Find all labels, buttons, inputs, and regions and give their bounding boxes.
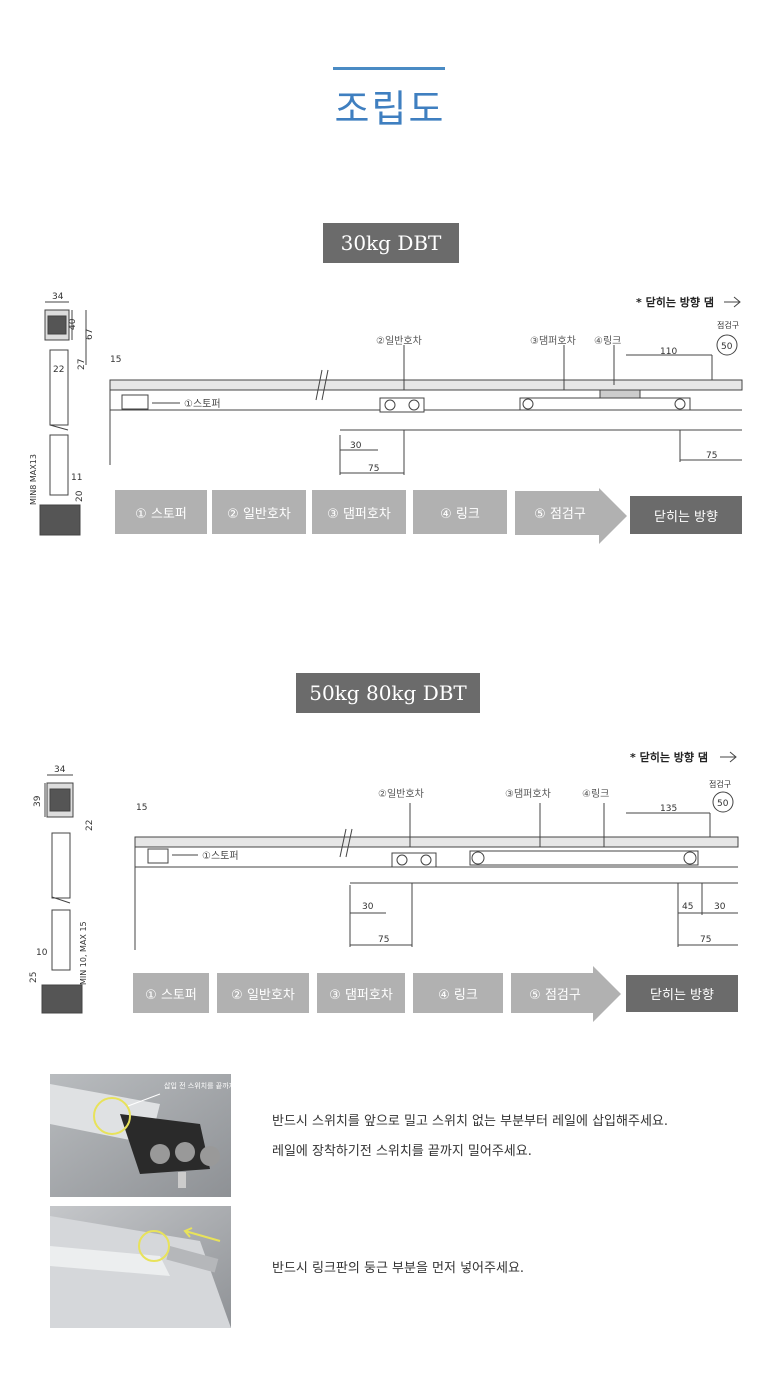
dim-30: 30 [362,902,374,912]
dim-34: 34 [54,765,66,775]
dim-min-max: MIN8 MAX13 [29,454,38,505]
dim-30: 30 [350,441,362,451]
section1-diagram: 34 40 67 22 27 11 20 MIN8 MAX13 [29,292,743,536]
dim-27: 27 [77,359,87,370]
dim-min-max: MIN 10, MAX 15 [79,921,88,985]
dim-110: 110 [660,347,677,357]
dim-75b: 75 [700,935,711,945]
title-underline [333,67,445,70]
dim-15: 15 [110,355,121,365]
check-label: 점검구 [709,779,731,789]
dim-39: 39 [33,795,43,807]
photo-link-plate [50,1206,231,1328]
callout-link: ④링크 [582,788,609,800]
step-stopper: ① 스토퍼 [133,973,209,1013]
step-stopper: ① 스토퍼 [115,490,207,534]
step-direction: 닫히는 방향 [626,975,738,1012]
dim-22: 22 [85,820,95,831]
callout-stopper: ①스토퍼 [202,850,239,862]
instruction-1: 반드시 스위치를 앞으로 밀고 스위치 없는 부분부터 레일에 삽입해주세요. … [272,1107,668,1167]
step-direction: 닫히는 방향 [630,496,742,534]
dim-10: 10 [36,948,48,958]
callout-damper: ③댐퍼호차 [505,788,551,800]
step-check-arrow [511,966,621,1022]
callout-normal: ②일반호차 [376,335,422,347]
step-damper: ③ 댐퍼호차 [312,490,406,534]
callout-normal: ②일반호차 [378,788,424,800]
step-check: ⑤ 점검구 [534,506,586,522]
step-damper: ③ 댐퍼호차 [317,973,405,1013]
callout-stopper: ①스토퍼 [184,398,221,410]
step-link: ④ 링크 [413,490,507,534]
dim-25: 25 [29,972,39,983]
dim-20: 20 [75,490,85,502]
check-label: 점검구 [717,320,739,330]
dim-75a: 75 [378,935,389,945]
step-check: ⑤ 점검구 [529,987,581,1003]
dim-45: 45 [682,902,693,912]
callout-damper: ③댐퍼호차 [530,335,576,347]
instruction-1-line2: 레일에 장착하기전 스위치를 끝까지 밀어주세요. [272,1144,532,1159]
note-close: * 닫히는 방향 댐 [630,750,708,764]
step-normal: ② 일반호차 [217,973,309,1013]
page-title: 조립도 [334,87,446,131]
dim-75b: 75 [706,451,717,461]
step-link: ④ 링크 [413,973,503,1013]
dim-135: 135 [660,804,677,814]
dim-30b: 30 [714,902,726,912]
dim-75a: 75 [368,464,379,474]
instruction-2: 반드시 링크판의 둥근 부분을 먼저 넣어주세요. [272,1261,525,1276]
photo-switch-insert: 삽입 전 스위치를 끝까지 밀기 [50,1074,231,1197]
section1-badge: 30kg DBT [323,223,459,263]
section1-steps: ① 스토퍼 ② 일반호차 ③ 댐퍼호차 ④ 링크 [115,490,514,534]
dim-67: 67 [85,329,95,340]
photo-label: 삽입 전 스위치를 끝까지 밀기 [164,1081,231,1090]
check-value: 50 [717,799,729,809]
dim-15: 15 [136,803,147,813]
note-close: * 닫히는 방향 댐 [636,295,714,309]
dim-40: 40 [68,318,78,330]
dim-22: 22 [53,365,64,375]
check-value: 50 [721,342,733,352]
dim-11: 11 [71,473,82,483]
section2-badge: 50kg 80kg DBT [296,673,480,713]
section2-steps: ① 스토퍼 ② 일반호차 ③ 댐퍼호차 ④ 링크 [133,973,511,1013]
instruction-1-line1: 반드시 스위치를 앞으로 밀고 스위치 없는 부분부터 레일에 삽입해주세요. [272,1114,668,1129]
step-check-arrow [515,488,627,544]
callout-link: ④링크 [594,335,621,347]
step-normal: ② 일반호차 [212,490,306,534]
section2-diagram: 34 39 22 10 25 MIN 10, MAX 15 1 [29,750,739,1014]
dim-34: 34 [52,292,64,302]
